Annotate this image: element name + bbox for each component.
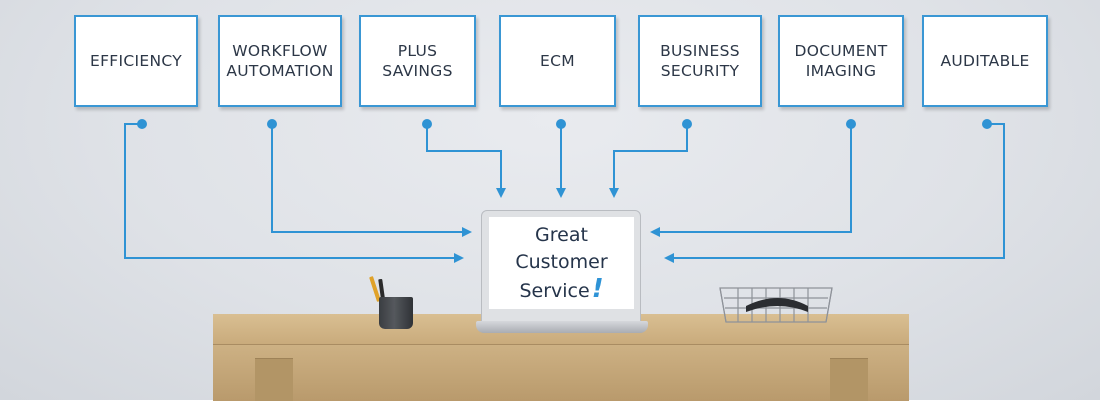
connector-efficiency	[124, 123, 464, 263]
box-ecm: ECM	[499, 15, 616, 107]
connector-auditable	[664, 123, 1005, 263]
connector-business-security	[609, 124, 688, 198]
center-line-customer: Customer	[515, 250, 608, 273]
box-auditable: AUDITABLE	[922, 15, 1048, 107]
box-label: WORKFLOW AUTOMATION	[226, 42, 334, 80]
box-label: DOCUMENT IMAGING	[794, 42, 888, 80]
dot-ecm	[556, 119, 566, 129]
dot-document-imaging	[846, 119, 856, 129]
dot-auditable	[982, 119, 992, 129]
desk-front	[213, 344, 909, 401]
dot-business-security	[682, 119, 692, 129]
laptop-keyboard	[476, 321, 648, 333]
center-line-service-row: Service!	[519, 273, 604, 305]
desk-leg-left	[255, 358, 293, 401]
center-line-service: Service	[519, 279, 590, 302]
box-document-imaging: DOCUMENT IMAGING	[778, 15, 904, 107]
center-line-great: Great	[535, 223, 588, 246]
dot-plus-savings	[422, 119, 432, 129]
connector-workflow-automation	[271, 124, 472, 237]
box-label: AUDITABLE	[940, 52, 1030, 70]
pencil-cup-icon	[379, 297, 413, 329]
box-plus-savings: PLUS SAVINGS	[359, 15, 476, 107]
laptop-screen: Great Customer Service!	[489, 217, 634, 309]
dot-efficiency	[137, 119, 147, 129]
box-business-security: BUSINESS SECURITY	[638, 15, 762, 107]
box-label: PLUS SAVINGS	[382, 42, 453, 80]
wire-tray-icon	[719, 287, 833, 323]
box-label: EFFICIENCY	[90, 52, 182, 70]
connector-document-imaging	[650, 124, 852, 237]
box-label: ECM	[540, 52, 575, 70]
box-workflow-automation: WORKFLOW AUTOMATION	[218, 15, 342, 107]
desk-leg-right	[830, 358, 868, 401]
box-efficiency: EFFICIENCY	[74, 15, 198, 107]
dot-workflow-automation	[267, 119, 277, 129]
exclamation-mark: !	[591, 273, 604, 304]
box-label: BUSINESS SECURITY	[660, 42, 740, 80]
connector-plus-savings	[426, 124, 506, 198]
